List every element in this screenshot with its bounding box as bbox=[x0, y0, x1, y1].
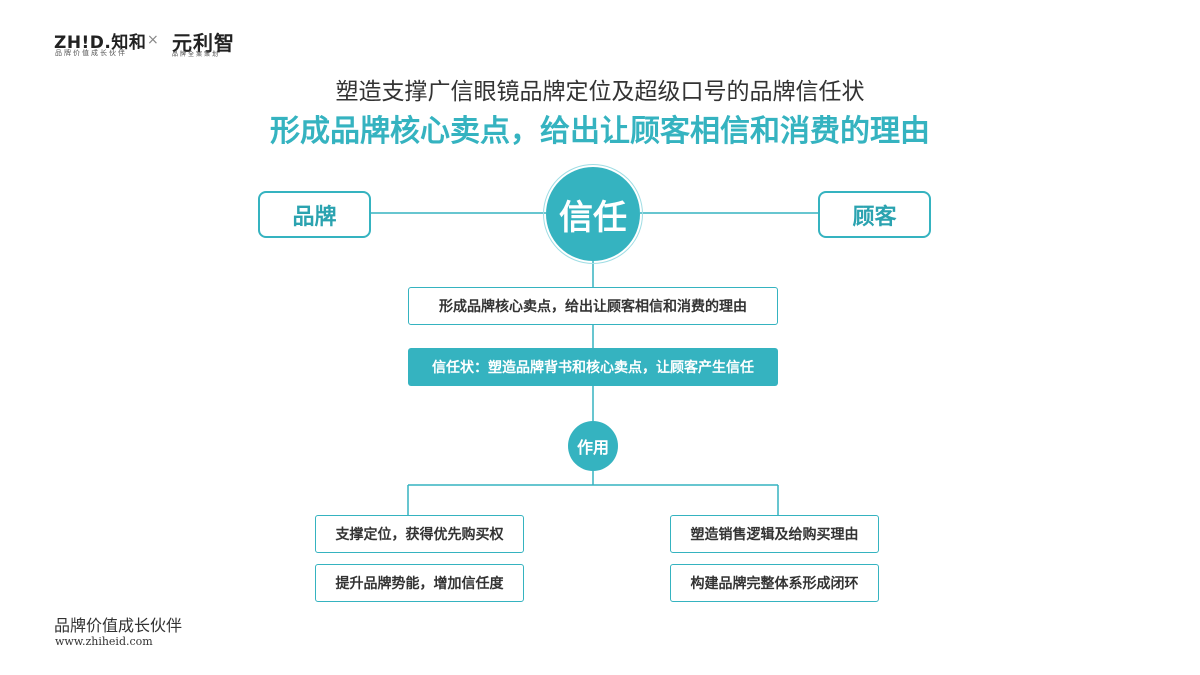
box-trust-statement: 信任状：塑造品牌背书和核心卖点，让顾客产生信任 bbox=[408, 348, 778, 386]
leaf-right-1: 塑造销售逻辑及给购买理由 bbox=[670, 515, 879, 553]
node-function-label: 作用 bbox=[576, 438, 609, 457]
node-trust: 信任 bbox=[543, 164, 643, 264]
footer-slogan: 品牌价值成长伙伴 bbox=[54, 616, 183, 635]
logo-zhid: ZH!D.知和 bbox=[54, 33, 147, 53]
leaf-left-1: 支撑定位，获得优先购买权 bbox=[315, 515, 524, 553]
page-subtitle: 塑造支撑广信眼镜品牌定位及超级口号的品牌信任状 bbox=[335, 79, 865, 105]
node-trust-label: 信任 bbox=[559, 197, 627, 238]
leaf-left-2: 提升品牌势能，增加信任度 bbox=[315, 564, 524, 602]
page-title: 形成品牌核心卖点，给出让顾客相信和消费的理由 bbox=[270, 114, 930, 149]
node-brand: 品牌 bbox=[258, 191, 371, 238]
node-customer: 顾客 bbox=[818, 191, 931, 238]
leaf-right-2: 构建品牌完整体系形成闭环 bbox=[670, 564, 879, 602]
box-core-selling-point: 形成品牌核心卖点，给出让顾客相信和消费的理由 bbox=[408, 287, 778, 325]
logo-partner: 元利智 bbox=[172, 31, 235, 55]
logo-separator: × bbox=[147, 32, 159, 48]
footer-url[interactable]: www.zhiheid.com bbox=[55, 635, 153, 648]
node-function: 作用 bbox=[568, 421, 618, 471]
logo-zhid-tagline: 品牌价值成长伙伴 bbox=[55, 49, 127, 57]
logo-partner-tagline: 品牌全案策划 bbox=[172, 51, 221, 58]
